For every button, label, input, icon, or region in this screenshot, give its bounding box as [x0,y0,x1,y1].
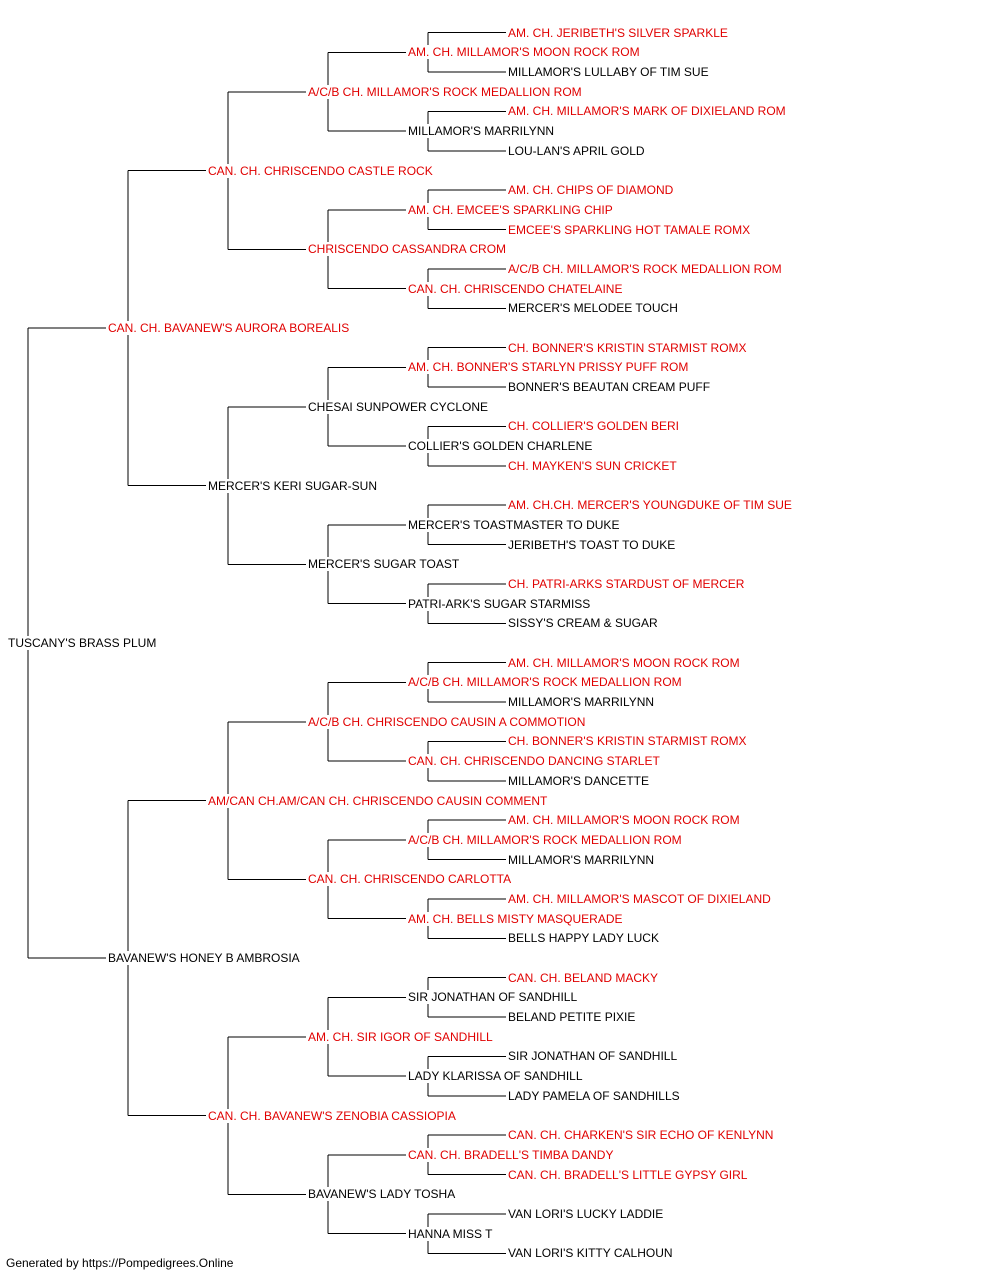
pedigree-entry-dam-sire-sire-dam-dam: MILLAMOR'S DANCETTE [506,773,651,788]
pedigree-entry-dam-sire-dam-sire: A/C/B CH. MILLAMOR'S ROCK MEDALLION ROM [406,832,684,847]
pedigree-entry-dam-dam-dam-dam-sire: VAN LORI'S LUCKY LADDIE [506,1206,666,1221]
pedigree-entry-dam-sire-sire-dam-sire: CH. BONNER'S KRISTIN STARMIST ROMX [506,734,749,749]
pedigree-entry-dam-sire-sire-dam: CAN. CH. CHRISCENDO DANCING STARLET [406,754,662,769]
pedigree-entry-dam-sire-sire: A/C/B CH. CHRISCENDO CAUSIN A COMMOTION [306,714,588,729]
pedigree-entry-sire-dam-dam-sire-sire: AM. CH.CH. MERCER'S YOUNGDUKE OF TIM SUE [506,498,794,513]
pedigree-entry-sire-sire-sire-dam-dam: LOU-LAN'S APRIL GOLD [506,143,647,158]
pedigree-entry-dam-sire: AM/CAN CH.AM/CAN CH. CHRISCENDO CAUSIN C… [206,793,550,808]
pedigree-entry-sire-dam-sire-dam-sire: CH. COLLIER'S GOLDEN BERI [506,419,681,434]
pedigree-entry-dam-dam-sire-sire-dam: BELAND PETITE PIXIE [506,1010,638,1025]
pedigree-entry-dam-sire-dam: CAN. CH. CHRISCENDO CARLOTTA [306,872,514,887]
pedigree-entry-dam-dam-dam-dam-dam: VAN LORI'S KITTY CALHOUN [506,1246,675,1261]
pedigree-entry-dam-dam-sire-dam-dam: LADY PAMELA OF SANDHILLS [506,1088,682,1103]
pedigree-entry-sire-dam-dam: MERCER'S SUGAR TOAST [306,557,462,572]
pedigree-entry-sire-dam-dam-sire-dam: JERIBETH'S TOAST TO DUKE [506,537,678,552]
pedigree-entry-sire-sire-dam: CHRISCENDO CASSANDRA CROM [306,242,509,257]
pedigree-entry-sire-sire-dam-sire: AM. CH. EMCEE'S SPARKLING CHIP [406,202,615,217]
pedigree-entry-sire-sire: CAN. CH. CHRISCENDO CASTLE ROCK [206,163,435,178]
pedigree-entry-sire-dam-dam-dam-sire: CH. PATRI-ARKS STARDUST OF MERCER [506,576,747,591]
pedigree-entry-sire-dam-dam-sire: MERCER'S TOASTMASTER TO DUKE [406,517,622,532]
pedigree-entry-sire-sire-dam-sire-sire: AM. CH. CHIPS OF DIAMOND [506,183,676,198]
pedigree-entry-dam-dam-sire-sire: SIR JONATHAN OF SANDHILL [406,990,580,1005]
pedigree-entry-dam-dam: CAN. CH. BAVANEW'S ZENOBIA CASSIOPIA [206,1108,458,1123]
pedigree-entry-dam-dam-dam: BAVANEW'S LADY TOSHA [306,1187,458,1202]
pedigree-entry-sire-dam-sire-dam-dam: CH. MAYKEN'S SUN CRICKET [506,458,679,473]
pedigree-entry-dam-sire-sire-sire-sire: AM. CH. MILLAMOR'S MOON ROCK ROM [506,655,742,670]
pedigree-entry-dam-dam-dam-dam: HANNA MISS T [406,1226,495,1241]
pedigree-entry-dam: BAVANEW'S HONEY B AMBROSIA [106,951,302,965]
pedigree-entry-sire-sire-sire: A/C/B CH. MILLAMOR'S ROCK MEDALLION ROM [306,84,584,99]
pedigree-entry-dam-sire-dam-sire-dam: MILLAMOR'S MARRILYNN [506,852,657,867]
pedigree-entry-sire-sire-dam-sire-dam: EMCEE'S SPARKLING HOT TAMALE ROMX [506,222,753,237]
pedigree-entry-dam-sire-dam-dam: AM. CH. BELLS MISTY MASQUERADE [406,911,625,926]
pedigree-entry-sire-dam-sire-dam: COLLIER'S GOLDEN CHARLENE [406,439,595,454]
pedigree-entry-sire-sire-dam-dam-sire: A/C/B CH. MILLAMOR'S ROCK MEDALLION ROM [506,261,784,276]
pedigree-entry-sire-sire-sire-sire-dam: MILLAMOR'S LULLABY OF TIM SUE [506,65,711,80]
pedigree-entry-dam-sire-dam-dam-dam: BELLS HAPPY LADY LUCK [506,931,661,946]
pedigree-entry-sire-dam-dam-dam: PATRI-ARK'S SUGAR STARMISS [406,596,593,611]
pedigree-entry-sire-dam-sire-sire-sire: CH. BONNER'S KRISTIN STARMIST ROMX [506,340,749,355]
pedigree-entry-sire-dam: MERCER'S KERI SUGAR-SUN [206,478,379,493]
pedigree-entry-dam-sire-dam-dam-sire: AM. CH. MILLAMOR'S MASCOT OF DIXIELAND [506,891,773,906]
pedigree-entry-sire-sire-sire-dam: MILLAMOR'S MARRILYNN [406,124,557,139]
pedigree-entry-sire-sire-sire-dam-sire: AM. CH. MILLAMOR'S MARK OF DIXIELAND ROM [506,104,788,119]
generated-by-footer: Generated by https://Pompedigrees.Online [6,1256,234,1270]
pedigree-entry-sire-sire-dam-dam-dam: MERCER'S MELODEE TOUCH [506,301,680,316]
pedigree-entry-dam-sire-sire-sire: A/C/B CH. MILLAMOR'S ROCK MEDALLION ROM [406,675,684,690]
pedigree-entry-dam-dam-dam-sire-sire: CAN. CH. CHARKEN'S SIR ECHO OF KENLYNN [506,1128,776,1143]
pedigree-entry-sire-dam-sire: CHESAI SUNPOWER CYCLONE [306,399,491,414]
pedigree-entry-sire-sire-sire-sire: AM. CH. MILLAMOR'S MOON ROCK ROM [406,45,642,60]
pedigree-entry-sire-sire-sire-sire-sire: AM. CH. JERIBETH'S SILVER SPARKLE [506,25,730,40]
pedigree-entry-sire-dam-dam-dam-dam: SISSY'S CREAM & SUGAR [506,616,660,631]
pedigree-entry-sire-dam-sire-sire-dam: BONNER'S BEAUTAN CREAM PUFF [506,380,713,395]
pedigree-entry-dam-dam-dam-sire-dam: CAN. CH. BRADELL'S LITTLE GYPSY GIRL [506,1167,750,1182]
pedigree-entry-sire: CAN. CH. BAVANEW'S AURORA BOREALIS [106,321,352,335]
pedigree-entry-dam-dam-sire: AM. CH. SIR IGOR OF SANDHILL [306,1029,495,1044]
pedigree-entry-subject: TUSCANY'S BRASS PLUM [6,636,159,650]
pedigree-entry-dam-sire-dam-sire-sire: AM. CH. MILLAMOR'S MOON ROCK ROM [506,813,742,828]
pedigree-entry-dam-sire-sire-sire-dam: MILLAMOR'S MARRILYNN [506,695,657,710]
pedigree-entry-dam-dam-sire-dam-sire: SIR JONATHAN OF SANDHILL [506,1049,680,1064]
pedigree-entry-sire-sire-dam-dam: CAN. CH. CHRISCENDO CHATELAINE [406,281,625,296]
pedigree-entry-dam-dam-sire-sire-sire: CAN. CH. BELAND MACKY [506,970,661,985]
pedigree-entry-sire-dam-sire-sire: AM. CH. BONNER'S STARLYN PRISSY PUFF ROM [406,360,691,375]
pedigree-entry-dam-dam-sire-dam: LADY KLARISSA OF SANDHILL [406,1069,585,1084]
pedigree-entry-dam-dam-dam-sire: CAN. CH. BRADELL'S TIMBA DANDY [406,1147,616,1162]
